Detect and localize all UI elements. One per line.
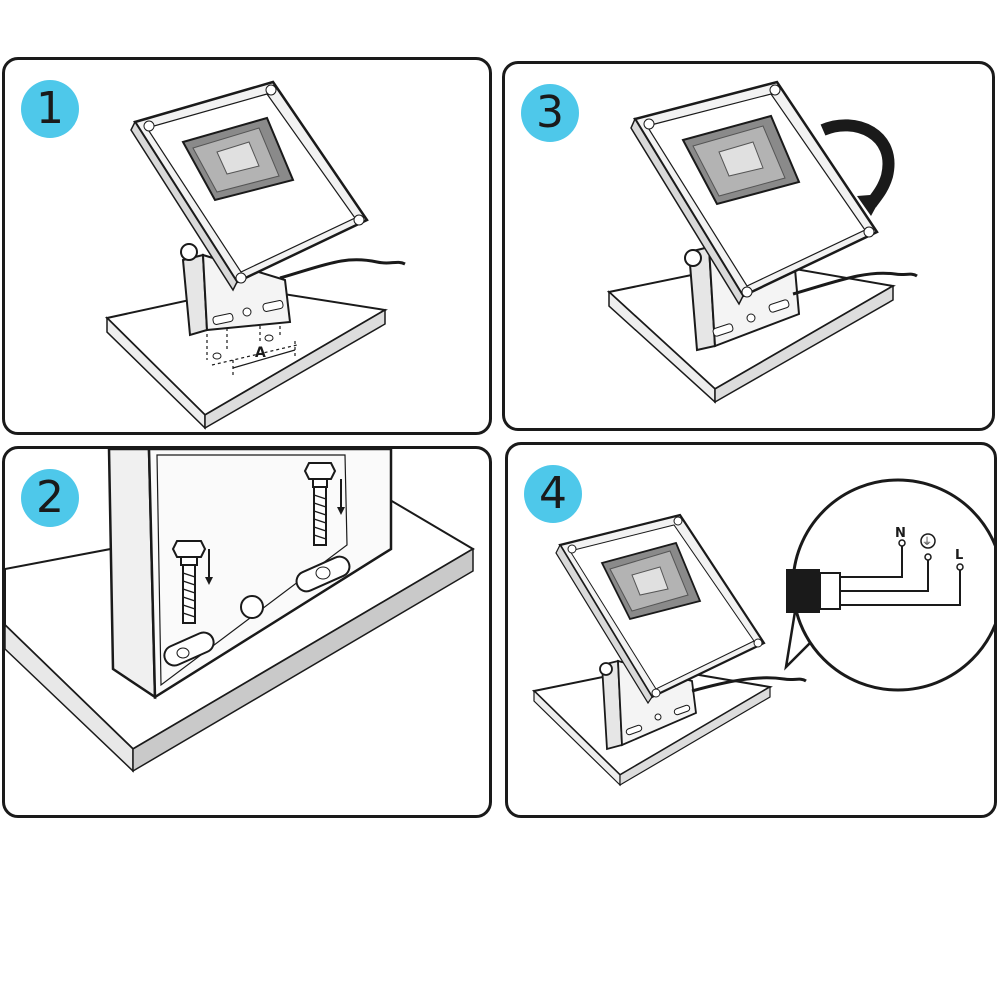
step-3-panel: 3: [502, 61, 995, 431]
wiring-callout: N ⏚ L: [784, 478, 994, 692]
power-cable: [691, 676, 807, 693]
earth-icon: [920, 533, 936, 549]
wiring-illustration: N ⏚ L: [531, 478, 994, 787]
step-2-panel: 2: [2, 446, 492, 818]
bolt-fixing-illustration: [5, 449, 475, 773]
neutral-wire: [840, 545, 903, 578]
step-2-badge: 2: [21, 469, 79, 527]
cable-sheath: [786, 569, 820, 613]
down-arrow-icon: [337, 479, 345, 515]
pivot-knob: [684, 249, 702, 267]
bolt: [171, 540, 207, 624]
center-hole: [240, 595, 264, 619]
power-cable: [279, 258, 406, 280]
terminal-n-label: N: [895, 526, 906, 541]
drill-hole: [212, 352, 222, 360]
step-1-panel: 1 A: [2, 57, 492, 435]
down-arrow-icon: [205, 549, 213, 585]
floodlight-angle-illustration: [606, 80, 918, 404]
step-1-badge: 1: [21, 80, 79, 138]
earth-wire: [840, 559, 929, 592]
bolt: [303, 462, 337, 546]
step-4-panel: 4: [505, 442, 997, 818]
terminal-earth-label: ⏚: [922, 536, 932, 548]
pivot-knob: [180, 243, 198, 261]
pivot-knob: [599, 662, 613, 676]
terminal-l-label: L: [955, 548, 963, 563]
live-wire: [840, 569, 961, 606]
dimension-label: A: [255, 345, 266, 361]
floodlight-mount-illustration: A: [104, 80, 406, 430]
power-cable: [792, 271, 918, 296]
drill-hole: [264, 334, 274, 342]
rotate-arrow-icon: [820, 119, 895, 216]
stand-bracket: [107, 449, 157, 700]
mounting-slot: [163, 631, 215, 667]
step-4-badge: 4: [524, 465, 582, 523]
step-3-badge: 3: [521, 84, 579, 142]
